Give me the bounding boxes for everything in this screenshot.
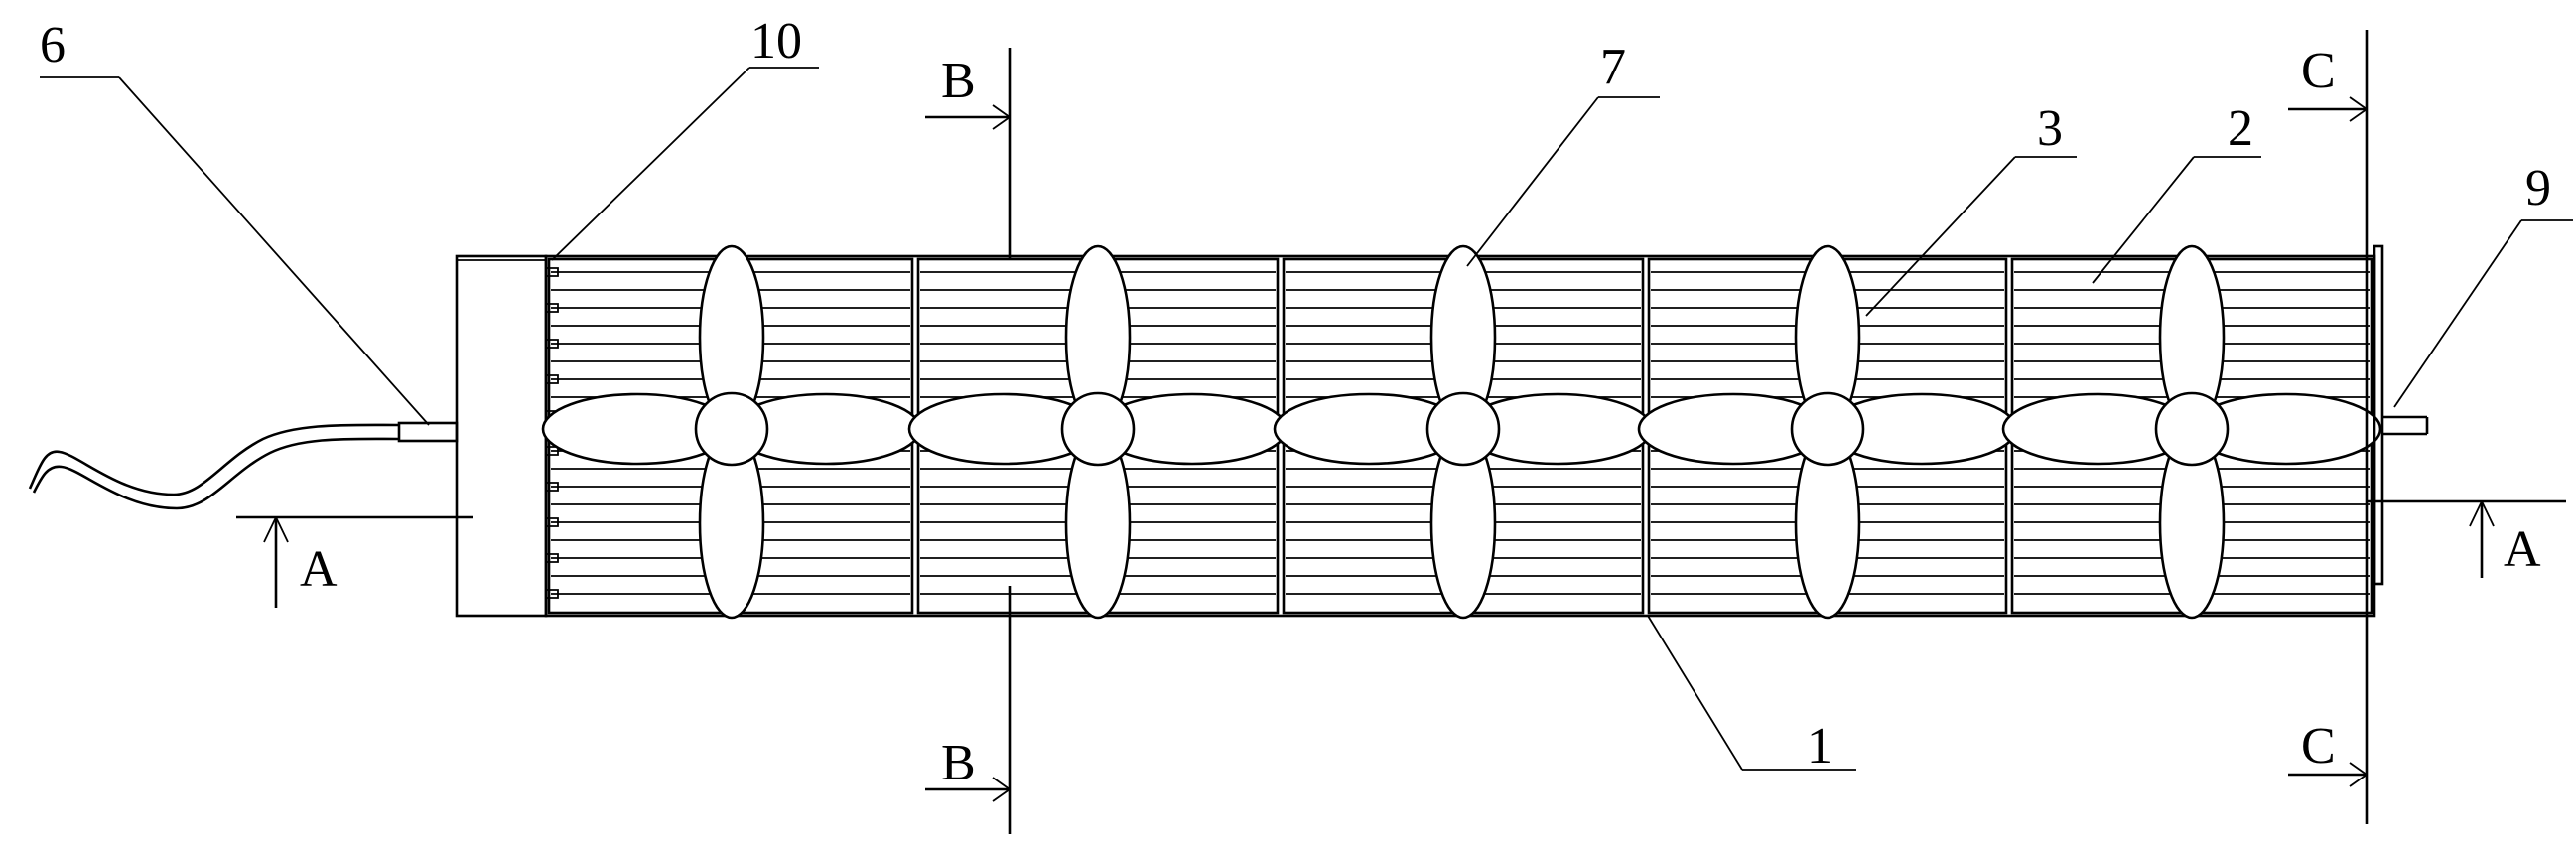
label-fan: 7 [1600, 39, 1626, 95]
fan-hub [694, 391, 769, 467]
label-section-b-top: B [941, 53, 976, 109]
label-section-b-bottom: B [941, 735, 976, 791]
label-section-a-left: A [300, 541, 338, 598]
fan-hub [2154, 391, 2230, 467]
label-cable: 6 [40, 17, 66, 73]
section-b-line [925, 48, 1012, 834]
fan-hub [1060, 391, 1136, 467]
label-housing: 1 [1807, 718, 1832, 775]
fan [541, 244, 922, 620]
label-slat: 3 [2037, 100, 2063, 157]
leader-lines [40, 67, 2573, 771]
label-shaft: 9 [2525, 160, 2551, 216]
fan-row [541, 244, 2382, 620]
power-cable [28, 421, 459, 510]
label-section-c-top: C [2301, 43, 2336, 99]
fan [1637, 244, 2018, 620]
fan [907, 244, 1288, 620]
drive-shaft [2373, 244, 2429, 586]
label-comb: 10 [750, 13, 802, 70]
section-a-line [236, 499, 2566, 608]
fan-hub [1790, 391, 1865, 467]
label-frame: 2 [2228, 100, 2253, 157]
fan-hub [1425, 391, 1501, 467]
fan [1273, 244, 1654, 620]
section-c-line [2288, 30, 2369, 824]
motor-block [455, 254, 548, 618]
fan [2001, 244, 2382, 620]
label-section-a-right: A [2504, 521, 2541, 578]
label-section-c-bottom: C [2301, 718, 2336, 775]
